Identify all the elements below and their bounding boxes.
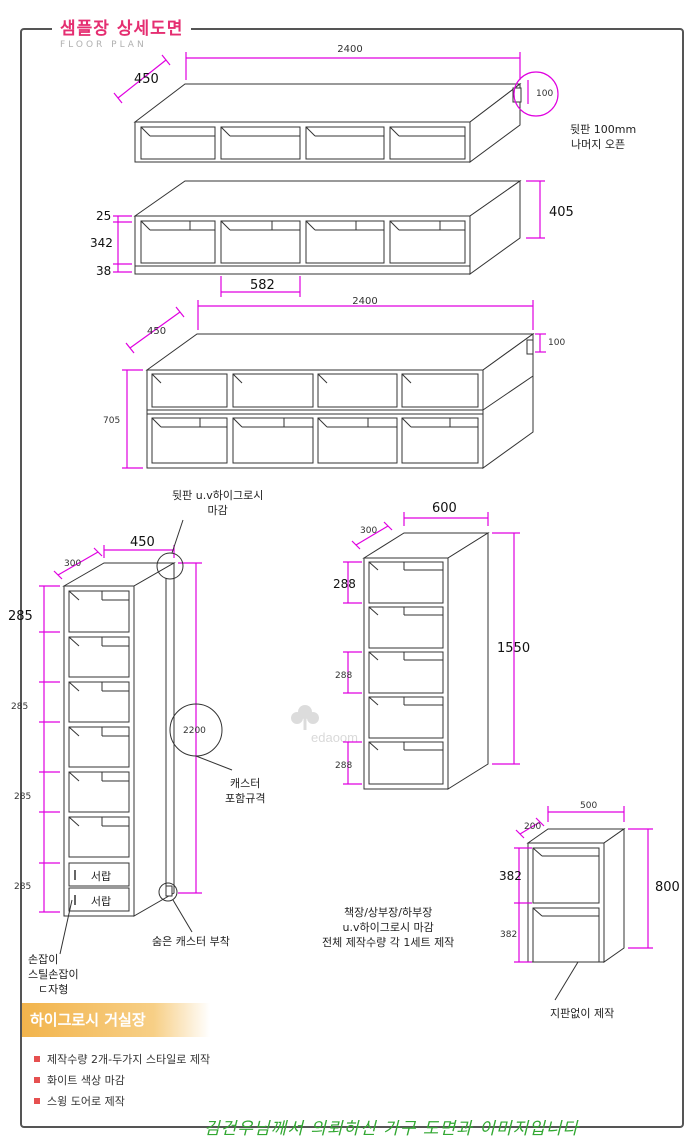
section-header-bar <box>22 1003 210 1037</box>
dim-label: 285 <box>11 702 28 712</box>
dim-label: 285 <box>14 792 31 802</box>
dim-label: 800 <box>655 880 680 895</box>
dim-label: 285 <box>14 882 31 892</box>
dim-label: 405 <box>549 205 574 220</box>
page-title: 샘플장 상세도면 <box>60 19 184 39</box>
dim-line <box>343 512 520 785</box>
cabinet-lower <box>133 180 522 275</box>
dim-line <box>39 545 202 913</box>
cabinet-top-shelf <box>133 82 522 163</box>
watermark: edaoom <box>291 705 358 745</box>
dim-label: 600 <box>432 501 457 516</box>
dim-label: 382 <box>500 930 517 940</box>
section-title: 하이그로시 거실장 <box>30 1011 146 1029</box>
note-no-base: 지판없이 제작 <box>550 1007 615 1020</box>
dim-label: 582 <box>250 278 275 293</box>
dim-label: 2400 <box>337 44 362 55</box>
dim-label: 705 <box>103 416 120 426</box>
dim-label: 288 <box>335 761 352 771</box>
list-item: 스윙 도어로 제작 <box>34 1090 210 1111</box>
dim-label: 288 <box>333 577 356 591</box>
dim-line <box>514 806 653 963</box>
title-block: 샘플장 상세도면 FLOOR PLAN <box>52 14 192 50</box>
cabinet-stacked <box>145 333 535 469</box>
dim-label: 2200 <box>183 726 206 736</box>
list-item: 제작수량 2개-두가지 스타일로 제작 <box>34 1048 210 1069</box>
svg-text:edaoom: edaoom <box>311 730 358 745</box>
dim-label: 450 <box>130 535 155 550</box>
dim-label: 25 <box>96 209 111 223</box>
dim-line <box>113 180 545 297</box>
dim-label: 2400 <box>352 296 377 307</box>
note-back-100: 뒷판 100mm 나머지 오픈 <box>570 123 640 151</box>
tall-cabinet <box>62 562 176 917</box>
dim-label: 300 <box>64 559 81 569</box>
dim-label: 300 <box>360 526 377 536</box>
dim-label: 450 <box>147 326 166 337</box>
callout-circle <box>59 519 233 955</box>
list-item: 화이트 색상 마감 <box>34 1069 210 1090</box>
footer-caption: 김건우님께서 의뢰하신 가구 도면과 이미지입니다 <box>204 1119 580 1139</box>
dim-label: 1550 <box>497 641 530 656</box>
bullet-icon <box>34 1076 40 1083</box>
drawer-label: 서랍 <box>91 895 111 908</box>
page-subtitle: FLOOR PLAN <box>60 40 147 50</box>
dim-line <box>122 300 546 469</box>
dim-label: 100 <box>548 338 565 348</box>
dim-label: 100 <box>536 89 553 99</box>
dim-line <box>113 52 559 117</box>
note-hidden-caster: 숨은 캐스터 부착 <box>152 935 230 948</box>
dim-label: 285 <box>8 609 33 624</box>
dim-label: 342 <box>90 236 113 250</box>
dim-label: 450 <box>134 72 159 87</box>
dim-label: 38 <box>96 264 111 278</box>
small-cabinet <box>526 828 626 1001</box>
bullet-icon <box>34 1097 40 1104</box>
bullet-icon <box>34 1055 40 1062</box>
dim-label: 200 <box>524 822 541 832</box>
spec-list: 제작수량 2개-두가지 스타일로 제작 화이트 색상 마감 스윙 도어로 제작 <box>34 1048 210 1111</box>
drawer-label: 서랍 <box>91 870 111 883</box>
dim-label: 288 <box>335 671 352 681</box>
dim-label: 500 <box>580 801 597 811</box>
page-frame <box>20 28 684 1128</box>
bookcase <box>362 532 490 790</box>
dim-label: 382 <box>499 869 522 883</box>
